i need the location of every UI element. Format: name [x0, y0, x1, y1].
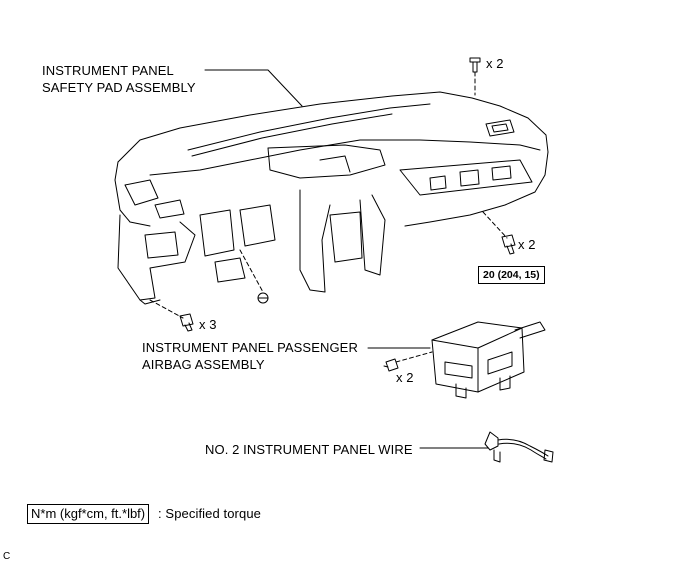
wire-label: NO. 2 INSTRUMENT PANEL WIRE: [205, 442, 413, 457]
left-bolt-quantity: x 3: [199, 317, 217, 332]
side-vent: [485, 119, 515, 137]
left-bolt-leader: [149, 299, 184, 319]
airbag-bolt-quantity: x 2: [396, 370, 414, 385]
safety-pad-label-line1: INSTRUMENT PANEL: [42, 63, 174, 78]
center-support-frame: [299, 189, 331, 293]
torque-legend-description: : Specified torque: [158, 506, 261, 521]
right-bolt-leader: [482, 211, 508, 239]
left-side-bracket: [117, 214, 196, 301]
right-bolt-torque-spec: 20 (204, 15): [478, 266, 545, 284]
safety-pad-label: INSTRUMENT PANEL SAFETY PAD ASSEMBLY: [42, 62, 196, 96]
safety-pad-front-face: [114, 161, 151, 227]
passenger-airbag-label-line1: INSTRUMENT PANEL PASSENGER: [142, 340, 358, 355]
passenger-airbag-module: [431, 321, 546, 399]
center-cluster-opening: [267, 144, 386, 179]
safety-pad-leader: [204, 69, 303, 107]
right-bolt-icon: [501, 234, 516, 255]
safety-pad-label-line2: SAFETY PAD ASSEMBLY: [42, 80, 196, 95]
airbag-bolt-leader: [395, 351, 433, 363]
safety-pad-defroster-groove: [187, 103, 431, 151]
passenger-airbag-label-line2: AIRBAG ASSEMBLY: [142, 357, 265, 372]
passenger-airbag-label: INSTRUMENT PANEL PASSENGER AIRBAG ASSEMB…: [142, 339, 358, 373]
torque-unit-legend-box: N*m (kgf*cm, ft.*lbf): [27, 504, 150, 524]
right-bolt-quantity: x 2: [518, 237, 536, 252]
safety-pad-top-surface: [117, 91, 549, 163]
top-screw-icon: [469, 57, 481, 73]
instrument-panel-wire: [484, 431, 554, 463]
airbag-bolt-icon: [383, 358, 399, 372]
left-bolt-icon: [179, 313, 194, 332]
figure-code: C: [3, 551, 11, 562]
top-screw-quantity: x 2: [486, 56, 504, 71]
clip-leader: [239, 249, 264, 293]
